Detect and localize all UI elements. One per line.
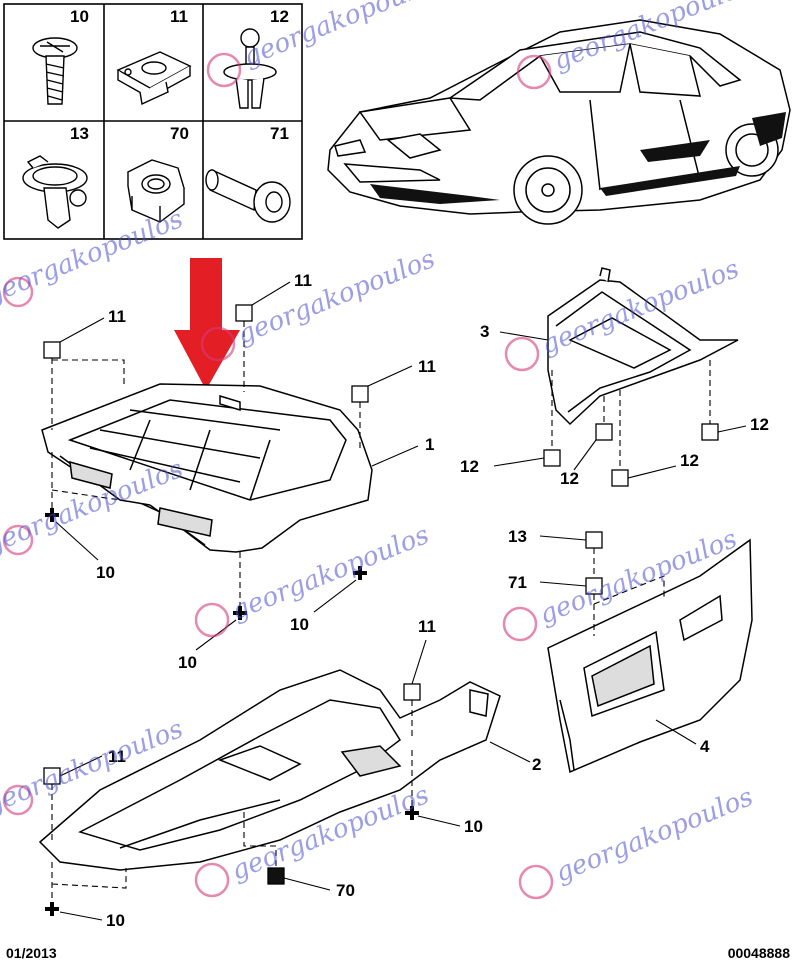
- legend-number-71: 71: [270, 124, 289, 143]
- part-2-crosses: [45, 806, 419, 916]
- watermark-text: georgakopoulos: [0, 204, 187, 310]
- part-4-side-panel: [547, 538, 753, 774]
- part-2-rear-undertray: [38, 669, 501, 871]
- part-3-gearbox-shield: [547, 267, 739, 426]
- part-3-leader-lines: [493, 331, 747, 479]
- callout-fastener-10: 10: [464, 817, 483, 836]
- callout-fastener-12: 12: [460, 457, 479, 476]
- part-2-fastener-markers: [43, 683, 421, 885]
- callout-fastener-11: 11: [294, 271, 312, 290]
- callout-fastener-13: 13: [508, 527, 527, 546]
- part-4-leader-lines: [539, 535, 697, 745]
- part-1-leader-lines: [55, 281, 419, 651]
- part-1-engine-undertray: [41, 383, 373, 553]
- part-4-dashed-leaders: [593, 548, 665, 636]
- callout-fastener-70: 70: [336, 881, 355, 900]
- part-1-fastener-markers: [43, 304, 369, 403]
- red-arrow-icon: [174, 258, 240, 390]
- callout-fastener-10: 10: [178, 653, 197, 672]
- callout-fastener-11: 11: [108, 307, 126, 326]
- footer-code: 00048888: [727, 945, 790, 961]
- part-2-dashed-leaders: [51, 700, 413, 906]
- legend-number-10: 10: [70, 7, 89, 26]
- sleeve-icon: [205, 168, 291, 223]
- callout-fastener-71: 71: [508, 573, 527, 592]
- part-2-leader-lines: [59, 639, 531, 921]
- callout-part-2: 2: [532, 755, 541, 774]
- legend-number-12: 12: [270, 7, 289, 26]
- push-rivet-icon: [22, 155, 88, 229]
- callout-fastener-11: 11: [108, 747, 126, 766]
- callout-fastener-10: 10: [106, 911, 125, 930]
- callout-fastener-12: 12: [680, 451, 699, 470]
- callout-part-4: 4: [700, 737, 710, 756]
- part-3-fastener-markers: [543, 423, 719, 487]
- callout-labels: 1 2 3 4 11 11 11 11 11 10 10 10 10 10 12…: [96, 271, 769, 930]
- watermark-logo-icon: [2, 52, 554, 900]
- callout-fastener-12: 12: [750, 415, 769, 434]
- legend-number-11: 11: [170, 7, 188, 26]
- part-1-crosses: [45, 508, 367, 620]
- callout-fastener-11: 11: [418, 617, 436, 636]
- callout-part-3: 3: [480, 322, 489, 341]
- expanding-plug-screw-icon: [223, 28, 277, 109]
- part-3-dashed-leaders: [551, 360, 711, 470]
- legend-number-70: 70: [170, 124, 189, 143]
- underbody-highlight: [370, 112, 786, 204]
- legend-number-13: 13: [70, 124, 89, 143]
- callout-part-1: 1: [425, 435, 434, 454]
- clip-nut-icon: [116, 51, 192, 106]
- screw-fastener-icon: [32, 37, 78, 105]
- fastener-legend: [3, 3, 303, 240]
- callout-fastener-12: 12: [560, 469, 579, 488]
- hex-nut-icon: [127, 159, 185, 223]
- callout-fastener-10: 10: [96, 563, 115, 582]
- car-illustration: [327, 19, 791, 225]
- watermark-text: georgakopoulos: [551, 782, 757, 888]
- footer-date: 01/2013: [6, 945, 57, 961]
- callout-fastener-11: 11: [418, 357, 436, 376]
- callout-fastener-10: 10: [290, 615, 309, 634]
- part-1-dashed-leaders: [51, 321, 361, 608]
